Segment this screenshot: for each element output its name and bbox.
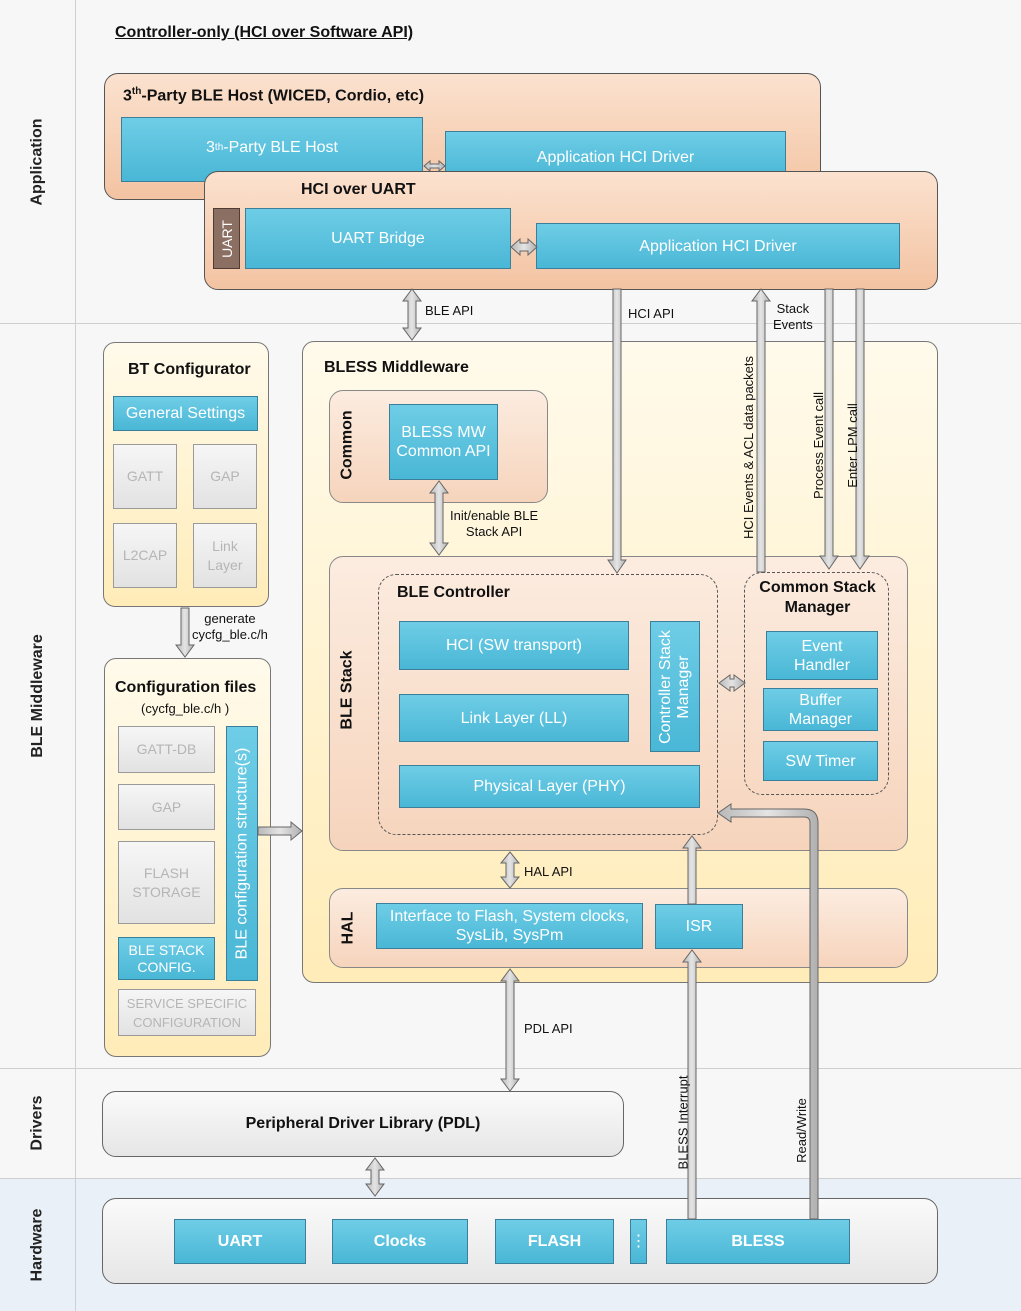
common-stack-manager-title: Common Stack Manager	[759, 579, 876, 616]
ble-controller-group: BLE Controller	[378, 574, 718, 835]
controller-stack-manager-block: Controller Stack Manager	[650, 621, 700, 752]
configuration-files-title: Configuration files	[115, 679, 257, 696]
bt-configurator-title: BT Configurator	[128, 361, 251, 378]
process-event-label: Process Event call	[810, 391, 826, 499]
uart-tag: UART	[213, 208, 240, 269]
stack-events-label: Stack Events	[773, 301, 813, 332]
layer-divider	[75, 0, 76, 1311]
controller-csm-arrow	[718, 674, 746, 692]
isr-to-controller-arrow	[682, 835, 702, 905]
read-write-label: Read/Write	[793, 1097, 809, 1163]
page-title: Controller-only (HCI over Software API)	[115, 24, 414, 41]
isr-block: ISR	[655, 904, 743, 949]
bless-middleware-title: BLESS Middleware	[324, 359, 469, 376]
hw-bless-block: BLESS	[666, 1219, 850, 1264]
hw-clocks-block: Clocks	[332, 1219, 468, 1264]
uart-bridge-arrow	[510, 237, 538, 257]
physical-layer-block: Physical Layer (PHY)	[399, 765, 700, 808]
host-driver-arrow	[423, 159, 446, 173]
link-layer-config-block: Link Layer	[193, 523, 257, 588]
flash-storage-block: FLASH STORAGE	[118, 841, 215, 924]
gatt-db-block: GATT-DB	[118, 726, 215, 773]
gap-block: GAP	[193, 444, 257, 509]
pdl-api-label: PDL API	[524, 1021, 573, 1036]
pdl-api-arrow	[500, 968, 520, 1092]
config-to-middleware-arrow	[257, 820, 303, 842]
bless-interrupt-label: BLESS Interrupt	[675, 1075, 691, 1170]
init-enable-label: Init/enable BLE Stack API	[450, 508, 539, 539]
configuration-files-subtitle: (cycfg_ble.c/h )	[141, 701, 230, 716]
hci-over-uart-title: HCI over UART	[301, 181, 416, 198]
gatt-block: GATT	[113, 444, 177, 509]
bless-interrupt-arrow	[682, 949, 702, 1220]
ble-stack-config-block: BLE STACK CONFIG.	[118, 937, 215, 980]
ble-api-arrow	[402, 288, 422, 341]
stack-events-arrow	[751, 288, 771, 573]
hal-api-label: HAL API	[524, 864, 573, 879]
bless-mw-common-api-block: BLESS MW Common API	[389, 404, 498, 480]
hci-api-label: HCI API	[628, 306, 675, 321]
hci-events-acl-label: HCI Events & ACL data packets	[741, 355, 757, 540]
generate-label: generate cycfg_ble.c/h	[192, 611, 268, 642]
hw-more-block: ⋮	[630, 1219, 647, 1264]
generate-arrow	[175, 607, 195, 658]
l2cap-block: L2CAP	[113, 523, 177, 588]
pdl-hardware-arrow	[365, 1157, 385, 1197]
read-write-arrow	[717, 803, 819, 1220]
hci-api-arrow	[607, 288, 627, 574]
general-settings-block: General Settings	[113, 396, 258, 431]
enter-lpm-label: Enter LPM call	[844, 402, 860, 488]
enter-lpm-arrow	[850, 288, 870, 570]
hw-uart-block: UART	[174, 1219, 306, 1264]
pdl-panel: Peripheral Driver Library (PDL)	[102, 1091, 624, 1157]
uart-bridge-block: UART Bridge	[245, 208, 511, 269]
ble-config-structures-block: BLE configuration structure(s)	[226, 726, 258, 981]
init-enable-arrow	[429, 480, 449, 556]
ble-controller-title: BLE Controller	[397, 584, 510, 601]
hal-api-arrow	[499, 851, 521, 889]
hal-interface-block: Interface to Flash, System clocks, SysLi…	[376, 903, 643, 949]
hw-flash-block: FLASH	[495, 1219, 614, 1264]
ble-api-label: BLE API	[425, 303, 474, 318]
service-specific-block: SERVICE SPECIFIC CONFIGURATION	[118, 989, 256, 1036]
hci-sw-transport-block: HCI (SW transport)	[399, 621, 629, 670]
event-handler-block: Event Handler	[766, 631, 878, 680]
buffer-manager-block: Buffer Manager	[763, 688, 878, 731]
gap-config-block: GAP	[118, 784, 215, 830]
uart-app-hci-driver: Application HCI Driver	[536, 223, 900, 269]
sw-timer-block: SW Timer	[763, 741, 878, 781]
link-layer-block: Link Layer (LL)	[399, 694, 629, 742]
process-event-arrow	[819, 288, 839, 570]
third-party-host-title: 3th-Party BLE Host (WICED, Cordio, etc)	[123, 86, 425, 105]
